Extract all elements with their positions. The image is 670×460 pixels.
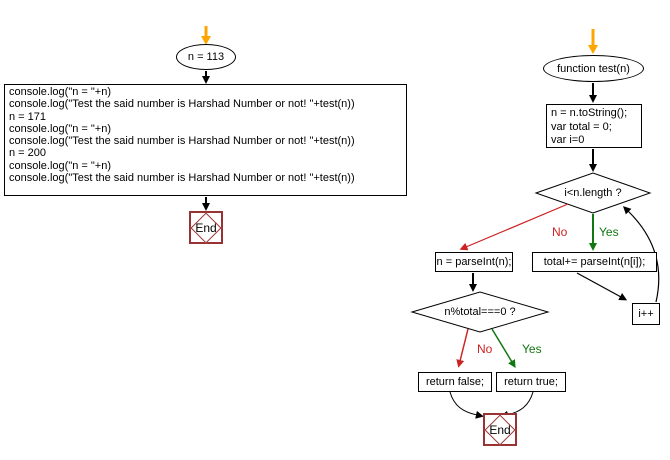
parse-n-label: n = parseInt(n); [436,256,512,268]
function-start-label: function test(n) [557,62,630,75]
main-code-box: console.log("n = "+n) console.log("Test … [4,84,407,196]
main-start-label: n = 113 [187,51,225,63]
return-true-box: return true; [496,372,566,392]
accumulate-total-box: total+= parseInt(n[i]); [532,252,657,272]
increment-box: i++ [632,303,660,325]
mod-condition-label: n%total===0 ? [444,306,516,318]
parse-n-box: n = parseInt(n); [435,252,513,272]
main-end-node: End [189,211,223,244]
code-line: n = 171 [9,110,47,123]
main-end-label: End [195,220,217,235]
arrow-false-to-end [449,391,484,419]
return-true-label: return true; [504,376,558,388]
accumulate-total-label: total+= parseInt(n[i]); [543,256,646,268]
arrow-true-to-end [500,391,534,419]
code-line: console.log("Test the said number is Har… [9,135,355,148]
arrow-loop-no [459,203,569,251]
code-line: n = 200 [9,147,47,160]
function-end-node: End [483,413,517,446]
mod-condition-diamond [410,291,550,333]
code-line: console.log("Test the said number is Har… [9,172,355,185]
init-line: n = n.toString(); [551,107,628,119]
init-variables-box: n = n.toString(); var total = 0; var i=0 [546,104,642,148]
arrow-mod-no [456,328,469,368]
loop-condition-diamond [534,172,652,214]
return-false-label: return false; [425,376,485,388]
code-line: console.log("n = "+n) [9,122,111,135]
increment-label: i++ [638,308,654,320]
function-end-label: End [489,422,511,437]
function-start-terminator: function test(n) [543,55,644,82]
init-line: var i=0 [551,134,585,146]
arrow-mod-yes [491,328,516,368]
init-line: var total = 0; [551,120,612,133]
mod-yes-label: Yes [522,342,542,356]
code-line: console.log("n = "+n) [9,159,111,172]
loop-yes-label: Yes [599,225,619,239]
loop-condition-label: i<n.length ? [564,187,622,199]
main-start-terminator: n = 113 [176,44,236,70]
code-line: console.log("n = "+n) [9,86,111,98]
return-false-box: return false; [418,372,492,392]
mod-no-label: No [477,342,493,356]
code-line: console.log("Test the said number is Har… [9,98,355,111]
loop-no-label: No [552,225,568,239]
arrow-total-to-increment [576,272,628,301]
